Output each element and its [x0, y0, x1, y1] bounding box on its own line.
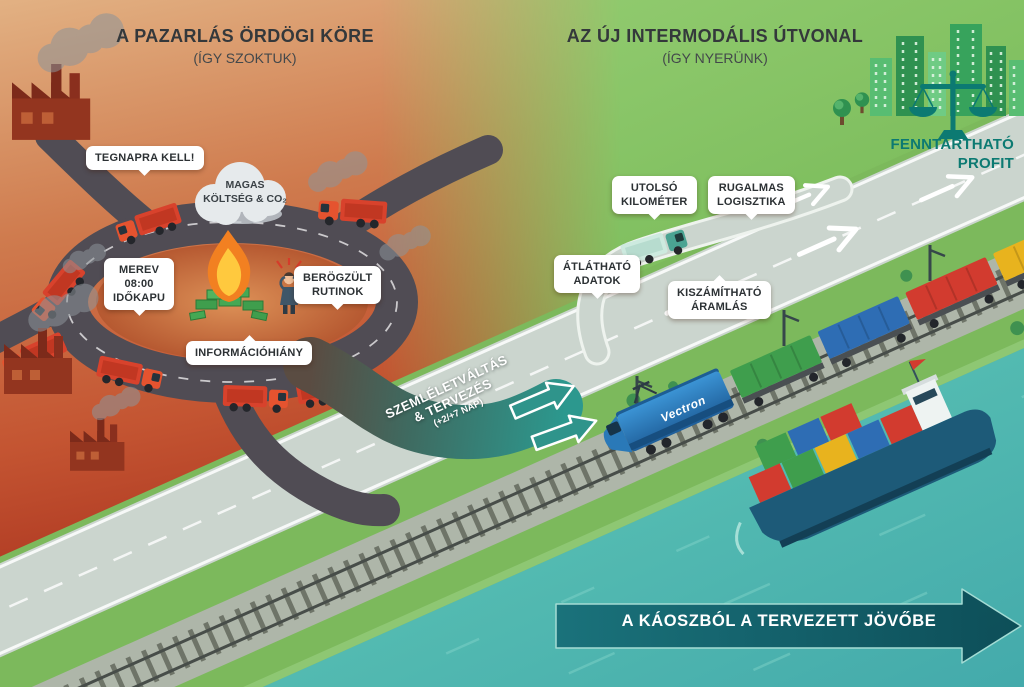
catenary-pole: [782, 310, 800, 346]
scales-icon: [909, 70, 997, 139]
catenary-pole: [928, 245, 946, 281]
callout-berogzult-rutinok: BERÖGZÜLT RUTINOK: [294, 266, 382, 305]
corridor-traffic: Vectron: [603, 58, 1024, 556]
callout-rugalmas-logisztika: RUGALMAS LOGISZTIKA: [708, 176, 795, 215]
ship-wake: [735, 521, 745, 556]
callout-informaciohiany: INFORMÁCIÓHIÁNY: [186, 341, 313, 366]
container-car: [905, 257, 1001, 329]
left-subtitle-text: (ÍGY SZOKTUK): [193, 50, 297, 66]
roundabout-exit: [212, 374, 400, 527]
cargo-ship: [735, 358, 997, 556]
freight-train: Vectron: [603, 218, 1024, 455]
container-car: [730, 335, 825, 407]
left-section-title: A PAZARLÁS ÖRDÖGI KÖRE (ÍGY SZOKTUK): [88, 26, 402, 66]
locomotive: Vectron: [603, 368, 734, 455]
callout-merev-idokapu: MEREV 08:00 IDŐKAPU: [104, 258, 175, 311]
right-section-title: AZ ÚJ INTERMODÁLIS ÚTVONAL (ÍGY NYERÜNK): [548, 26, 882, 66]
callout-kiszamithato-aramlas: KISZÁMÍTHATÓ ÁRAMLÁS: [668, 281, 771, 320]
left-title-text: A PAZARLÁS ÖRDÖGI KÖRE: [116, 26, 374, 46]
stressed-person: [276, 258, 302, 314]
cost-cloud-icon: [195, 162, 286, 225]
callout-magas-koltseg: MAGAS KÖLTSÉG & CO₂: [203, 179, 287, 205]
callout-atlathato-adatok: ÁTLÁTHATÓ ADATOK: [554, 255, 641, 294]
fire-icon: [207, 230, 251, 302]
sustainable-profit-label: FENNTARTHATÓ PROFIT: [890, 136, 1014, 172]
container-car: [818, 296, 913, 368]
callout-tegnapra: TEGNAPRA KELL!: [86, 146, 204, 171]
container-car: [993, 218, 1024, 289]
bottom-arrow: [555, 588, 1022, 664]
bottom-arrow-label: A KÁOSZBÓL A TERVEZETT JÖVŐBE: [621, 612, 937, 630]
right-title-text: AZ ÚJ INTERMODÁLIS ÚTVONAL: [566, 26, 864, 46]
transition-arrow: [283, 337, 603, 460]
callout-utolso-kilometer: UTOLSÓ KILOMÉTER: [612, 176, 697, 215]
ship-hull: [749, 409, 997, 542]
right-subtitle-text: (ÍGY NYERÜNK): [662, 50, 768, 66]
river-bank: [0, 6, 1024, 687]
